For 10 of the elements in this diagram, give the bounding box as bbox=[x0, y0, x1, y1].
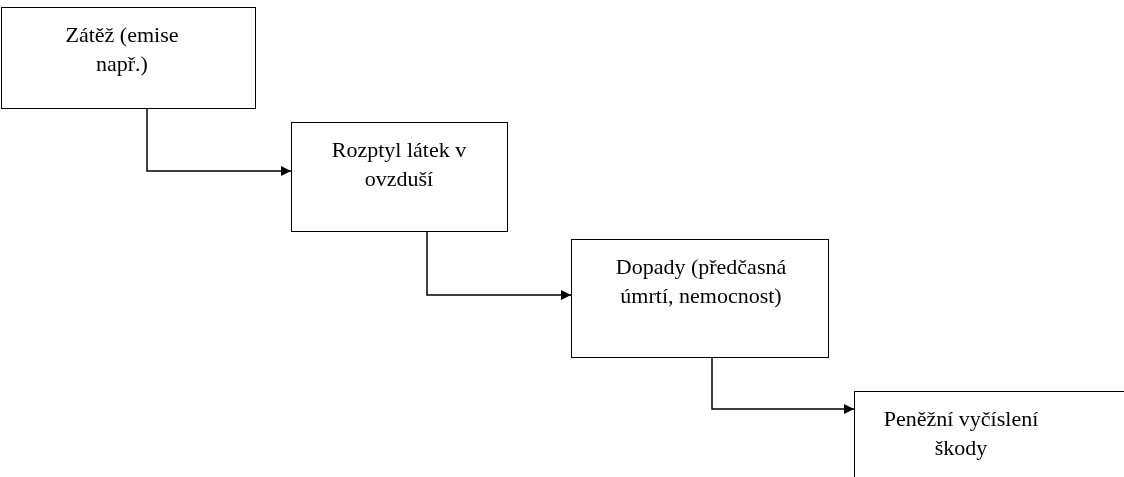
elbow-arrow bbox=[426, 231, 572, 300]
process-box bbox=[1, 7, 256, 109]
box-text: Peněžní vyčíslení škody bbox=[882, 405, 1040, 462]
box-text: Zátěž (emise např.) bbox=[64, 21, 180, 78]
box-text: Dopady (předčasná úmrtí, nemocnost) bbox=[614, 253, 788, 310]
box-text: Rozptyl látek v ovzduší bbox=[330, 136, 468, 193]
elbow-arrow bbox=[146, 108, 292, 176]
elbow-arrow bbox=[711, 357, 855, 414]
process-box bbox=[291, 122, 508, 232]
process-box bbox=[571, 239, 829, 358]
